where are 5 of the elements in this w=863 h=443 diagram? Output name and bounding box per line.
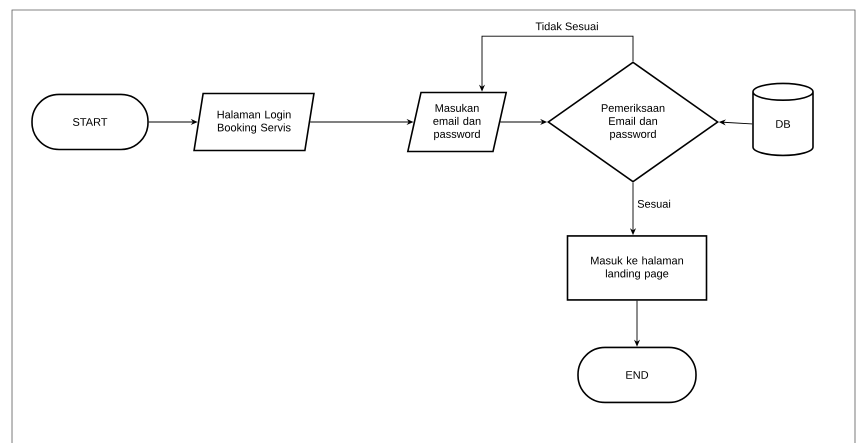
edge-label: Sesuai: [636, 198, 672, 209]
process-box: Masuk ke halaman landing page: [566, 235, 708, 301]
input-parallelogram: Halaman Login Booking Servis: [193, 92, 315, 152]
edge-label: Tidak Sesuai: [534, 21, 600, 32]
database-cylinder: DB: [752, 82, 814, 156]
